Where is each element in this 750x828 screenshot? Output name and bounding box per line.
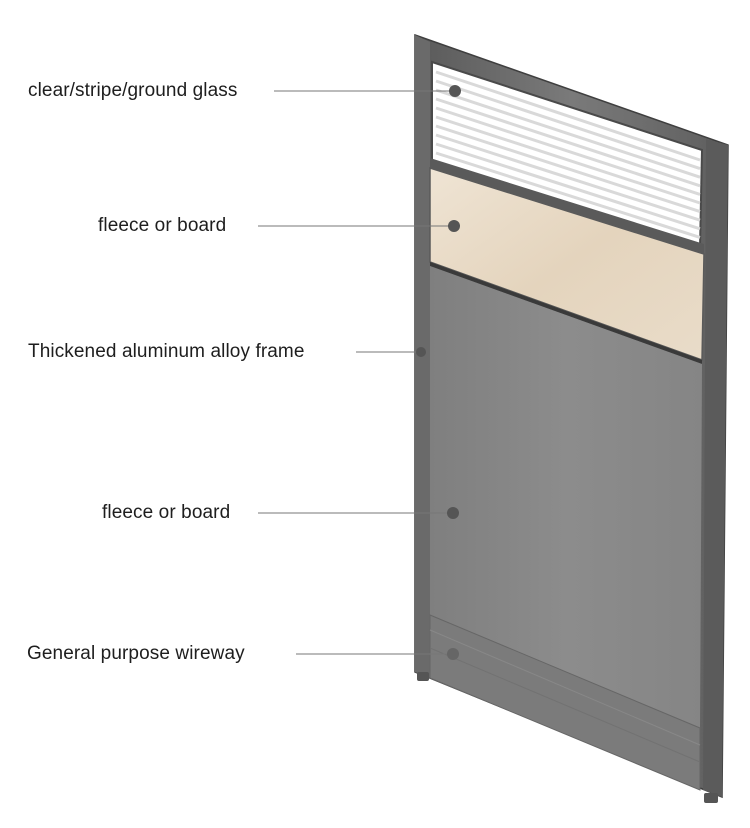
- wood-rail: [430, 262, 702, 364]
- glass-stripe: [435, 106, 701, 196]
- left-foot: [417, 672, 429, 681]
- label-wireway: General purpose wireway: [27, 643, 245, 664]
- glass-stripe: [435, 142, 701, 231]
- glass-stripe: [435, 79, 701, 171]
- marker-frame: [416, 347, 426, 357]
- label-frame: Thickened aluminum alloy frame: [28, 341, 305, 362]
- frame-side: [703, 139, 728, 797]
- marker-lower-fill: [447, 507, 459, 519]
- glass-stripe: [435, 133, 701, 222]
- glass-stripe: [435, 70, 701, 162]
- glass-rail: [430, 158, 704, 254]
- marker-wireway: [447, 648, 459, 660]
- marker-upper-fill: [448, 220, 460, 232]
- label-upper-fill: fleece or board: [98, 215, 227, 236]
- label-lower-fill: fleece or board: [102, 502, 231, 523]
- glass-stripe: [435, 151, 701, 239]
- label-glass: clear/stripe/ground glass: [28, 80, 238, 101]
- wireway-groove-1: [429, 629, 701, 746]
- wireway-groove-2: [429, 647, 701, 763]
- glass-stripe: [435, 97, 701, 188]
- marker-glass: [449, 85, 461, 97]
- right-foot: [704, 793, 718, 803]
- glass-stripe: [435, 88, 701, 179]
- fabric-panel: [430, 266, 702, 728]
- glass-stripe: [435, 124, 701, 214]
- glass-stripe: [435, 115, 701, 205]
